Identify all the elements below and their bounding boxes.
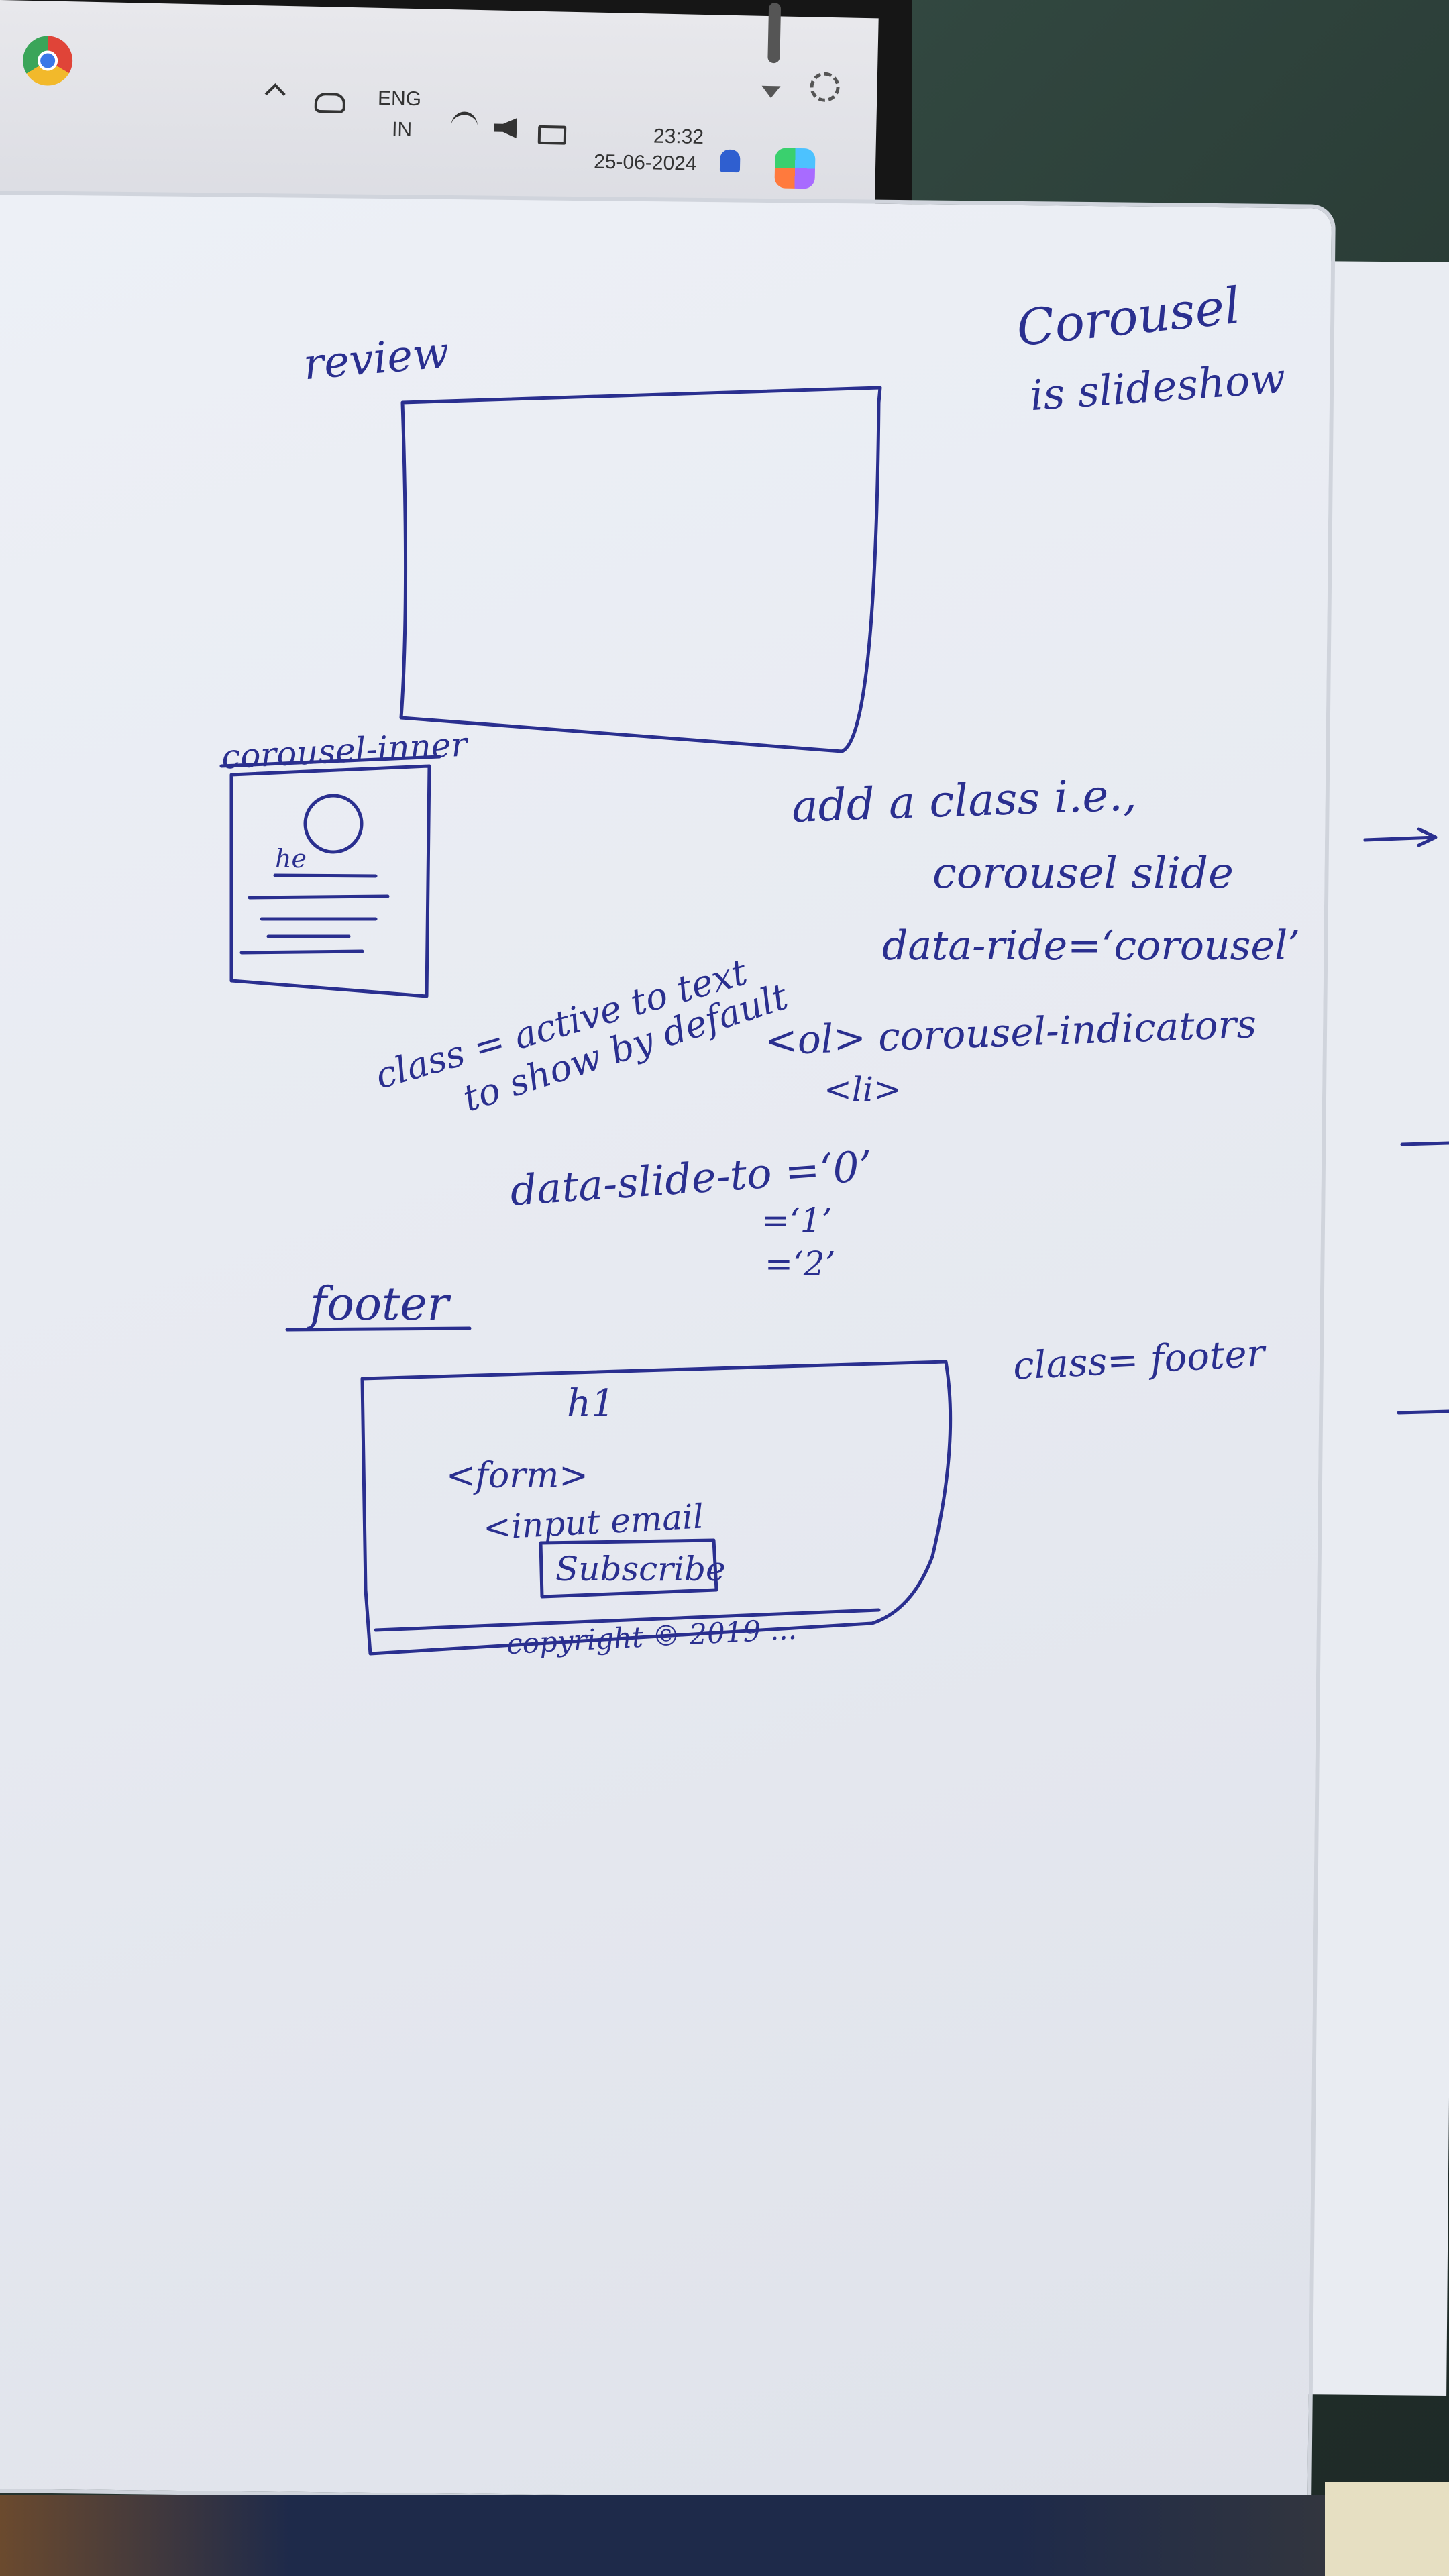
footer-copyright-line [374,1608,881,1632]
footer-box [360,1360,953,1656]
avatar-circle [303,794,364,854]
dash-mark-right-2 [1397,1409,1449,1415]
arrow-mark-right [1363,827,1438,847]
data-ride-note: data-ride=‘corousel’ [882,922,1301,969]
book-cover [1325,2482,1449,2576]
carousel-inner-underline [219,755,441,768]
footer-subscribe-note: Subscribe [555,1550,726,1589]
footer-label: footer [310,1278,449,1331]
dash-mark-right-1 [1400,1141,1449,1146]
carousel-inner-box [229,764,431,998]
desk-bottom [0,2496,1449,2576]
li-tag-note: <li> [824,1070,902,1109]
footer-form-note: <form> [446,1456,588,1496]
subscribe-box [539,1538,718,1599]
add-class-note-line2: corousel slide [932,849,1234,898]
review-box [399,386,882,753]
footer-underline [285,1326,472,1332]
footer-h1-note: h1 [567,1382,615,1426]
carousel-inner-heading: he [275,844,307,873]
slide-index-2: =‘2’ [765,1244,836,1283]
slide-index-1: =‘1’ [761,1201,833,1240]
carousel-inner-lines [239,873,390,955]
